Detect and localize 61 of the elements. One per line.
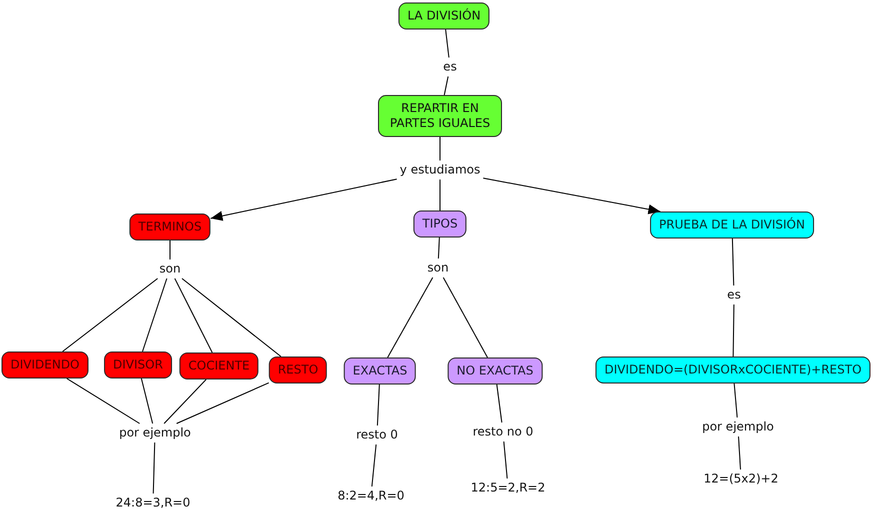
concept-label: RESTO — [278, 362, 318, 378]
concept-label: EXACTAS — [352, 364, 408, 378]
concept-box — [179, 352, 259, 380]
concept-box — [650, 212, 814, 238]
concept-label: TIPOS — [422, 216, 458, 232]
connector-line — [376, 384, 380, 426]
connector-line — [438, 237, 440, 259]
concept-label: NO EXACTAS — [456, 364, 534, 378]
connector-line — [503, 441, 508, 479]
linking-phrase: por ejemplo — [702, 420, 774, 434]
concept-box — [2, 352, 88, 378]
linking-phrase: por ejemplo — [119, 426, 191, 440]
concept-box — [268, 356, 328, 384]
linking-phrase: y estudiamos — [400, 162, 480, 178]
arrow — [482, 178, 661, 214]
concept-label: COCIENTE — [188, 358, 250, 374]
connector-line — [142, 278, 168, 352]
linking-phrase: resto 0 — [356, 428, 398, 442]
linking-phrase: son — [159, 262, 181, 276]
connector-line — [164, 379, 207, 424]
connector-line — [444, 76, 449, 96]
connector-line — [445, 29, 450, 58]
concept-box — [344, 358, 416, 384]
connector-line — [442, 277, 488, 358]
linking-phrase: es — [443, 60, 457, 74]
concept-box — [448, 358, 542, 384]
connector-line — [152, 442, 156, 494]
connector-line — [734, 383, 738, 418]
linking-phrase: son — [427, 260, 449, 276]
concept-label: LA DIVISIÓN — [407, 8, 481, 24]
connector-line — [176, 382, 270, 424]
concept-box — [595, 356, 871, 384]
concept-box — [413, 210, 467, 238]
connector-line — [371, 444, 377, 487]
connector-line — [62, 278, 158, 352]
connector-line — [496, 384, 502, 423]
concept-label: DIVIDENDO — [10, 358, 80, 372]
connector-line — [738, 436, 741, 470]
example-text: 12=(5x2)+2 — [704, 472, 778, 486]
example-text: 12:5=2,R=2 — [470, 480, 546, 496]
concept-label: DIVIDENDO=(DIVISORxCOCIENTE)+RESTO — [604, 362, 862, 378]
concept-box — [129, 214, 211, 240]
concept-label: PRUEBA DE LA DIVISIÓN — [659, 218, 805, 232]
linking-phrase: resto no 0 — [472, 424, 534, 440]
connector-line — [66, 378, 140, 424]
linking-phrase: es — [727, 288, 741, 302]
connector-line — [174, 278, 213, 353]
concept-label: TERMINOS — [138, 220, 202, 234]
concept-label: REPARTIR EN PARTES IGUALES — [388, 101, 492, 131]
connector-line — [732, 304, 734, 357]
arrow — [210, 178, 398, 221]
connector-line — [732, 238, 734, 286]
example-text: 24:8=3,R=0 — [116, 496, 190, 510]
connector-line — [182, 278, 282, 357]
example-text: 8:2=4,R=0 — [338, 488, 404, 504]
connector-line — [140, 378, 154, 424]
connector-line — [387, 277, 434, 358]
concept-box — [398, 2, 490, 30]
concept-label: DIVISOR — [113, 358, 163, 372]
concept-box — [104, 352, 172, 378]
concept-box — [378, 95, 502, 137]
